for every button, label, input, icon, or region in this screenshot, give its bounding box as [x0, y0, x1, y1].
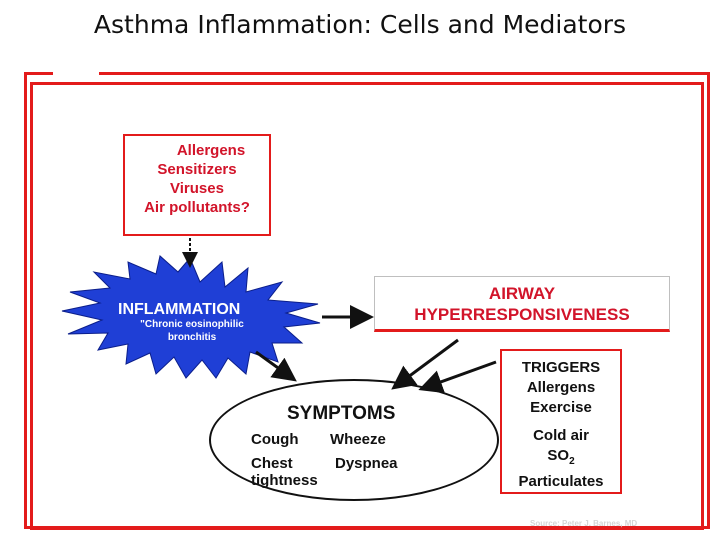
symptoms-ellipse	[209, 379, 499, 501]
trigger-allergens: Allergens	[526, 379, 596, 396]
so-text: SO	[547, 447, 570, 464]
inflammation-label: INFLAMMATION	[118, 301, 241, 318]
triggers-box: TRIGGERS Allergens Exercise Cold air SO2…	[500, 349, 622, 494]
symptom-dyspnea: Dyspnea	[335, 455, 398, 472]
cause-sensitizers: Sensitizers	[157, 161, 237, 178]
symptom-wheeze: Wheeze	[330, 431, 386, 448]
symptom-tightness: tightness	[251, 472, 318, 489]
trigger-exercise: Exercise	[530, 399, 592, 416]
cause-viruses: Viruses	[170, 180, 224, 197]
symptom-chest: Chest	[251, 455, 293, 472]
so-subscript: 2	[569, 456, 575, 467]
slide-title: Asthma Inflammation: Cells and Mediators	[93, 10, 627, 39]
arrow-inflammation-to-symptoms	[255, 350, 297, 382]
airway-label: AIRWAY	[488, 284, 556, 303]
triggers-heading: TRIGGERS	[521, 359, 601, 376]
trigger-cold-air: Cold air	[533, 427, 589, 444]
trigger-particulates: Particulates	[518, 473, 604, 490]
symptoms-heading: SYMPTOMS	[287, 403, 396, 424]
cause-allergens: Allergens	[176, 142, 246, 159]
frame-gap	[53, 72, 99, 75]
trigger-so2: SO2	[502, 446, 620, 472]
hyperresponsiveness-label: HYPERRESPONSIVENESS	[414, 305, 630, 324]
airway-hyperresponsiveness-box: AIRWAY HYPERRESPONSIVENESS	[374, 276, 670, 332]
arrow-airway-to-symptoms	[391, 338, 459, 390]
source-credit: Source: Peter J. Barnes, MD	[530, 519, 638, 528]
arrow-triggers-to-symptoms	[418, 360, 497, 394]
inflammation-subtitle: "Chronic eosinophilic bronchitis	[140, 319, 244, 343]
inner-red-frame	[30, 82, 704, 530]
inflammation-burst-shape	[61, 255, 321, 379]
causes-box: Allergens Sensitizers Viruses Air pollut…	[123, 134, 271, 236]
cause-air-pollutants: Air pollutants?	[144, 199, 250, 216]
symptom-cough: Cough	[251, 431, 299, 448]
